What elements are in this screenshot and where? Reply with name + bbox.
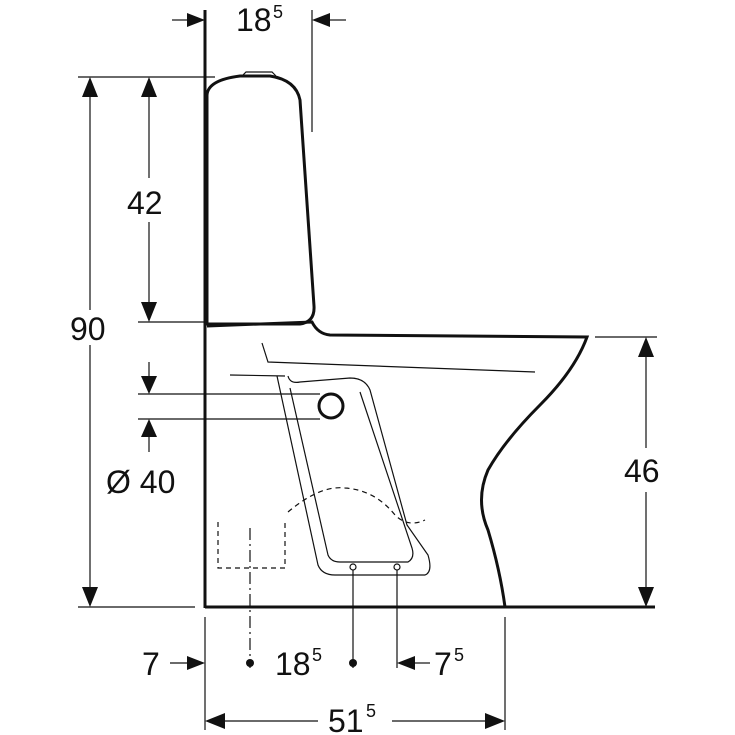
total-depth-sup: 5: [366, 701, 376, 721]
top-depth-label: 18: [236, 2, 272, 38]
total-depth-arrow-left: [205, 713, 225, 729]
total-height-label: 90: [70, 311, 106, 347]
fixing-offset-label: 7: [434, 646, 452, 682]
tank-42-arrow-top: [141, 77, 157, 97]
centre-distance-label: 18: [275, 646, 311, 682]
total-depth-arrow-right: [485, 713, 505, 729]
cistern-outline: [205, 74, 316, 326]
top-depth-sup: 5: [273, 2, 283, 22]
seat-46-arrow-top: [638, 337, 654, 357]
fixing-hole-1: [349, 563, 357, 571]
height-90-arrow-top: [82, 77, 98, 97]
top-dim-arrow-left: [187, 13, 205, 27]
drain-diameter-label: Ø 40: [106, 464, 175, 500]
rim-line: [261, 342, 536, 373]
seat-height-label: 46: [624, 453, 660, 489]
outlet-pipe-hidden: [217, 522, 286, 569]
fixing-offset-arrow: [397, 656, 415, 670]
fixing-centre-dot: [349, 659, 357, 667]
drain-arrow-top: [141, 376, 157, 394]
trapway-inner: [289, 387, 414, 563]
bowl-outline: [206, 320, 590, 608]
tank-height-label: 42: [127, 185, 163, 221]
inner-rim-line: [229, 374, 286, 377]
centre-distance-sup: 5: [312, 645, 322, 665]
water-level-hidden-line: [287, 487, 426, 524]
outlet-centre-dot: [246, 659, 254, 667]
trapway-outer: [276, 375, 431, 576]
height-90-arrow-bottom: [82, 587, 98, 607]
fixing-offset-sup: 5: [454, 645, 464, 665]
drain-outlet-circle: [317, 392, 345, 420]
wall-offset-arrow: [187, 656, 205, 670]
total-depth-label: 51: [328, 703, 364, 735]
drain-arrow-bottom: [141, 419, 157, 437]
fixing-hole-2: [393, 563, 401, 571]
tank-42-arrow-bottom: [141, 302, 157, 322]
cistern-lid: [241, 71, 277, 77]
top-dim-arrow-right: [312, 13, 330, 27]
seat-46-arrow-bottom: [638, 587, 654, 607]
wall-offset-label: 7: [142, 646, 160, 682]
